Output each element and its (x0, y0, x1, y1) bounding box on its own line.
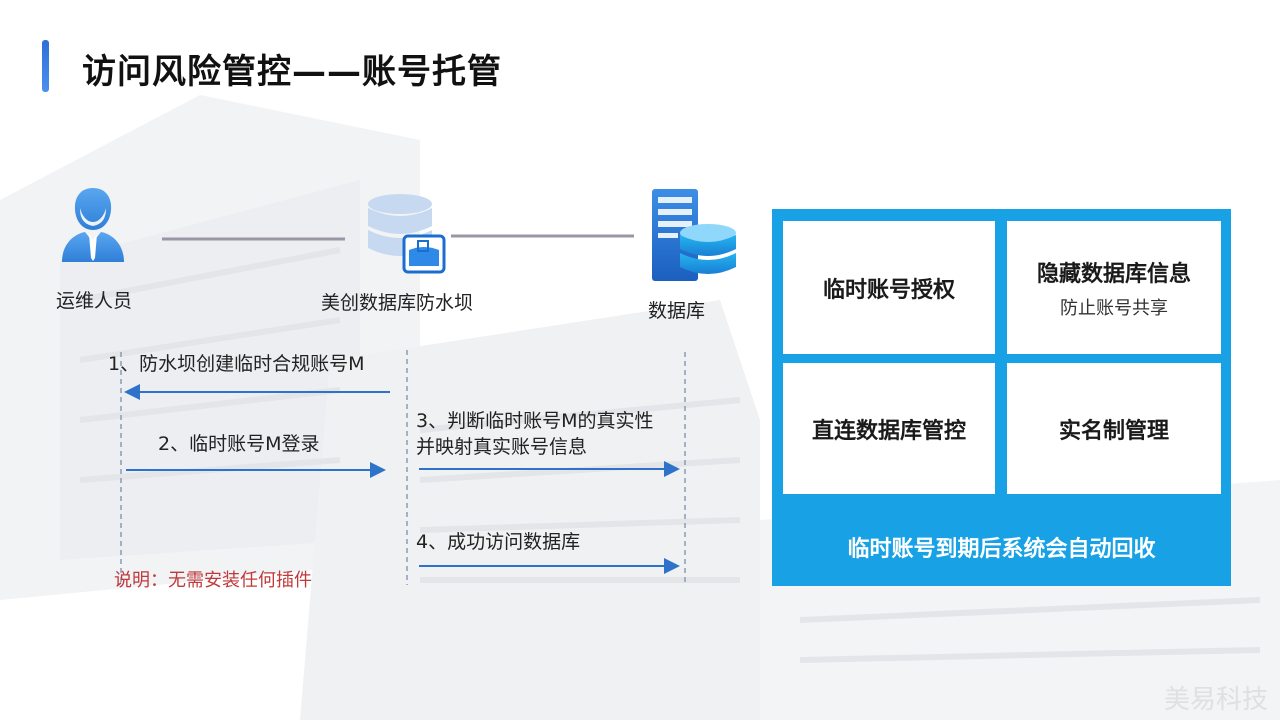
step-4-label: 4、成功访问数据库 (416, 531, 581, 553)
step-3-label-line1: 3、判断临时账号M的真实性 (416, 410, 654, 432)
feature-title: 实名制管理 (1058, 418, 1169, 444)
person-icon (62, 188, 124, 262)
database-server-icon (652, 189, 736, 281)
feature-cell-real-name: 实名制管理 (1007, 363, 1221, 494)
note-text: 说明：无需安装任何插件 (114, 570, 312, 591)
feature-title: 隐藏数据库信息 (1036, 261, 1191, 287)
step-1-label: 1、防水坝创建临时合规账号M (108, 353, 365, 375)
step-2-label: 2、临时账号M登录 (158, 433, 320, 455)
feature-cell-direct-db-control: 直连数据库管控 (783, 363, 995, 494)
feature-title: 临时账号授权 (822, 277, 955, 303)
step-3-label-line2: 并映射真实账号信息 (416, 436, 588, 458)
watermark-logo-text: 美易科技 (1163, 685, 1268, 715)
feature-panel-footer: 临时账号到期后系统会自动回收 (847, 537, 1156, 562)
ops-staff-label: 运维人员 (56, 290, 133, 312)
feature-cell-hide-db-info: 隐藏数据库信息 防止账号共享 (1007, 221, 1221, 354)
feature-subtitle: 防止账号共享 (1060, 297, 1168, 319)
database-firewall-icon (368, 194, 446, 274)
database-firewall-label: 美创数据库防水坝 (321, 292, 474, 314)
feature-panel: 临时账号授权 隐藏数据库信息 防止账号共享 直连数据库管控 实名制管理 临时账号… (772, 209, 1231, 586)
database-label: 数据库 (648, 300, 706, 322)
feature-cell-temp-account: 临时账号授权 (783, 221, 995, 354)
feature-title: 直连数据库管控 (811, 418, 966, 444)
page-title: 访问风险管控——账号托管 (82, 52, 502, 92)
title-accent-bar (42, 40, 49, 92)
